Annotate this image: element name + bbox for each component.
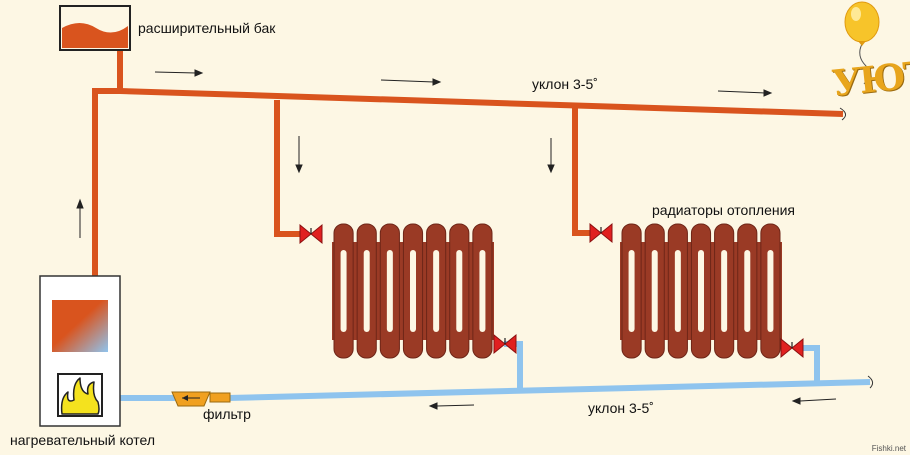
return-slope-label: уклон 3-5˚ [588,400,654,416]
boiler-icon [39,275,121,427]
return-pipe-end [867,375,874,389]
filter-label: фильтр [203,406,251,422]
radiator-gap [721,250,728,332]
radiator-gap [386,250,393,332]
supply-pipe-end [839,107,846,121]
valve-icon [589,222,613,244]
radiator-gap [433,250,440,332]
radiator-icon [620,223,782,359]
logo: УЮТ [830,53,910,105]
supply-pipe [92,50,844,300]
filter-icon [171,391,231,407]
balloon-icon [844,1,880,85]
radiator-gap [456,250,463,332]
radiator-gap [363,250,370,332]
supply-slope-label: уклон 3-5˚ [532,76,598,92]
flow-arrow-icon [76,69,837,410]
valve-icon [493,333,517,355]
radiator-icon [332,223,494,359]
boiler-label: нагревательный котел [10,432,156,448]
radiator-gap [767,250,774,332]
radiator-gap [628,250,635,332]
radiators-label: радиаторы отопления [652,202,796,218]
radiator-gap [744,250,751,332]
expansion-tank-label: расширительный бак [138,20,276,36]
expansion-tank-icon [59,5,131,51]
radiator-gap [479,250,486,332]
flame-icon [60,377,100,415]
valve-icon [780,337,804,359]
radiator-gap [410,250,416,332]
radiator-gap [340,250,347,332]
radiator-gap [698,250,704,332]
radiator-gap [651,250,658,332]
watermark: Fishki.net [871,444,906,453]
valve-icon [299,223,323,245]
radiator-gap [674,250,681,332]
